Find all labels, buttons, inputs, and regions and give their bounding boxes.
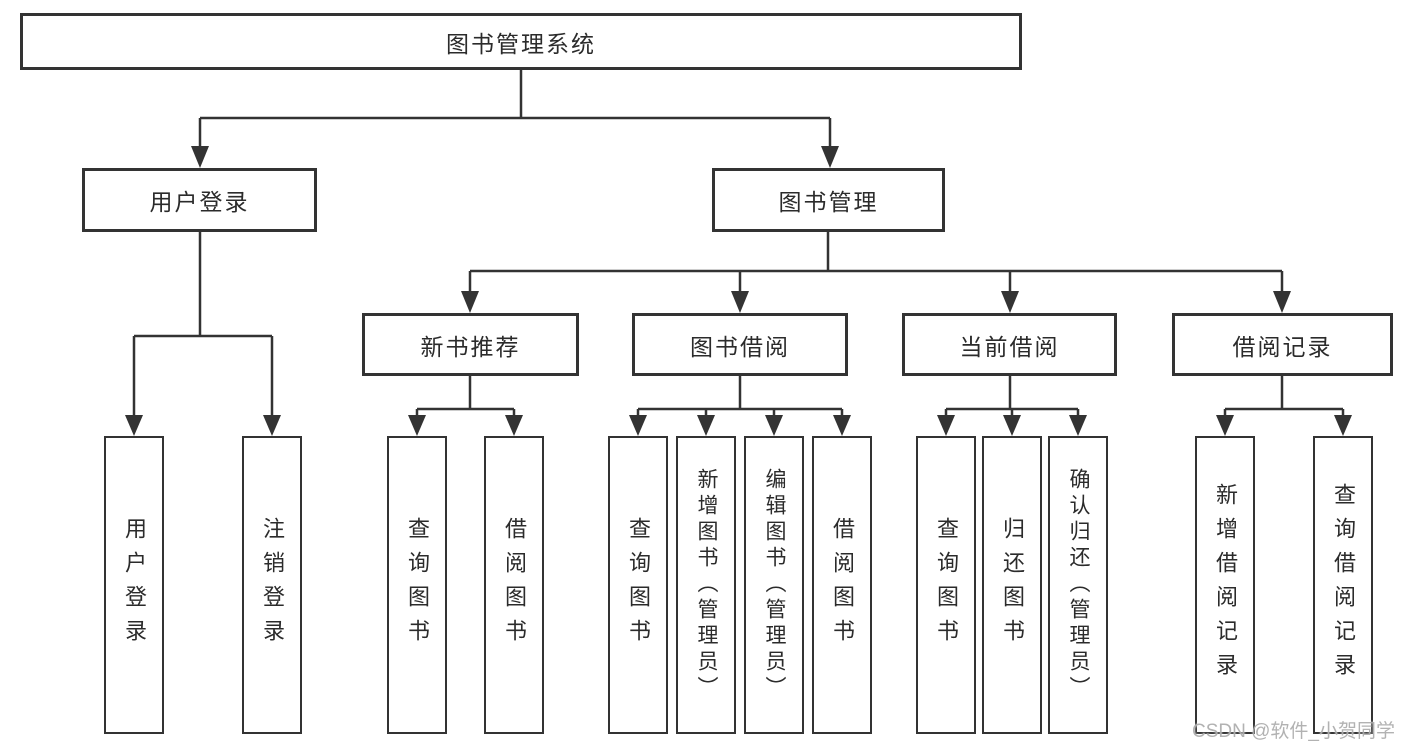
leaf-borrow-book-recommend: 借阅图书 — [484, 436, 544, 734]
leaf-query-book-current: 查询图书 — [916, 436, 976, 734]
arrowheads-level2 — [191, 146, 839, 168]
leaf-query-borrow-record: 查询借阅记录 — [1313, 436, 1373, 734]
connector-currentborrow-to-leaves — [944, 375, 1080, 416]
leaf-add-book-admin: 新增图书（管理员） — [676, 436, 736, 734]
connector-bookborrow-to-leaves — [636, 375, 844, 416]
node-book-borrow: 图书借阅 — [632, 313, 848, 376]
leaf-confirm-return-admin: 确认归还（管理员） — [1048, 436, 1108, 734]
connector-borrowrecord-to-leaves — [1223, 375, 1345, 416]
leaf-query-book-recommend: 查询图书 — [387, 436, 447, 734]
arrowheads-level3 — [461, 291, 1291, 313]
connector-userlogin-to-leaves — [132, 231, 274, 416]
connector-bookmgmt-to-level3 — [468, 231, 1284, 292]
leaf-logout: 注销登录 — [242, 436, 302, 734]
csdn-watermark: CSDN @软件_小贺同学 — [1192, 721, 1395, 742]
leaf-return-book: 归还图书 — [982, 436, 1042, 734]
arrowheads-newbook-leaves — [408, 415, 523, 436]
arrowheads-bookborrow-leaves — [629, 415, 851, 436]
node-new-book-recommend: 新书推荐 — [362, 313, 579, 376]
connector-root-to-level2 — [198, 69, 832, 147]
leaf-query-book-borrow: 查询图书 — [608, 436, 668, 734]
connector-newbook-to-leaves — [415, 375, 516, 416]
node-book-management: 图书管理 — [712, 168, 945, 232]
leaf-user-login: 用户登录 — [104, 436, 164, 734]
arrowheads-userlogin-leaves — [125, 415, 281, 436]
arrowheads-borrowrecord-leaves — [1216, 415, 1352, 436]
node-user-login: 用户登录 — [82, 168, 317, 232]
arrowheads-currentborrow-leaves — [937, 415, 1087, 436]
leaf-borrow-book: 借阅图书 — [812, 436, 872, 734]
node-borrow-record: 借阅记录 — [1172, 313, 1393, 376]
node-root-library-system: 图书管理系统 — [20, 13, 1022, 70]
node-current-borrow: 当前借阅 — [902, 313, 1117, 376]
leaf-edit-book-admin: 编辑图书（管理员） — [744, 436, 804, 734]
leaf-add-borrow-record: 新增借阅记录 — [1195, 436, 1255, 734]
